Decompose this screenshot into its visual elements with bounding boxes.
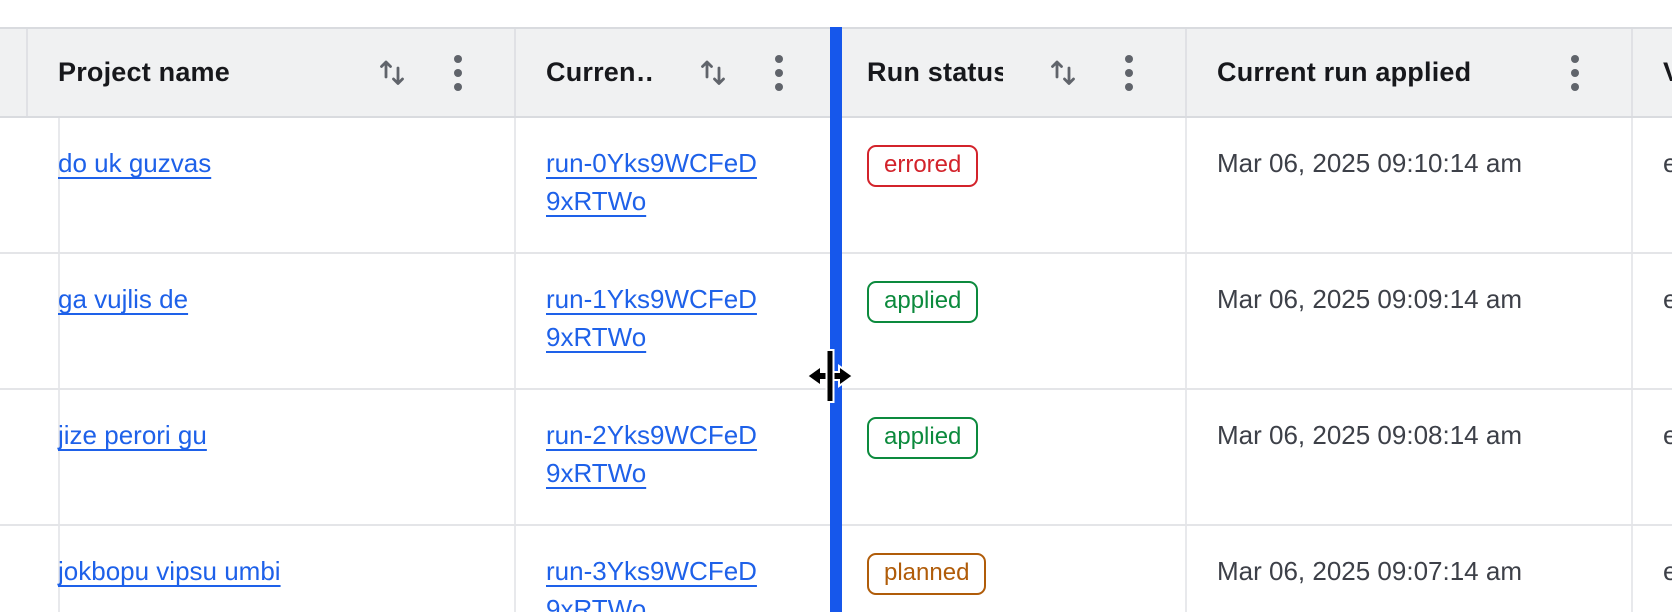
cell-project-name: jokbopu vipsu umbi bbox=[28, 526, 516, 612]
column-label-project-name: Project name bbox=[58, 57, 230, 87]
cell-project-name: ga vujlis de bbox=[28, 254, 516, 388]
cell-project-name: do uk guzvas bbox=[28, 118, 516, 252]
clipped-cell-text: e bbox=[1663, 556, 1672, 586]
column-resize-indicator[interactable] bbox=[830, 27, 842, 612]
kebab-menu-icon[interactable] bbox=[1571, 54, 1579, 92]
applied-timestamp: Mar 06, 2025 09:09:14 am bbox=[1217, 284, 1522, 314]
run-status-badge: planned bbox=[867, 553, 987, 595]
cell-current-run-applied: Mar 06, 2025 09:08:14 am bbox=[1187, 390, 1633, 524]
column-label-current-run: Curren… bbox=[546, 57, 653, 87]
cell-run-status: errored bbox=[837, 118, 1187, 252]
run-status-badge: errored bbox=[867, 145, 979, 187]
applied-timestamp: Mar 06, 2025 09:08:14 am bbox=[1217, 420, 1522, 450]
header-cell-project-name: Project name bbox=[28, 29, 516, 116]
clipped-cell-text: e bbox=[1663, 148, 1672, 178]
cell-clipped: e bbox=[1633, 390, 1672, 524]
cell-run-status: applied bbox=[837, 390, 1187, 524]
project-link[interactable]: jokbopu vipsu umbi bbox=[58, 556, 281, 586]
project-link[interactable]: jize perori gu bbox=[58, 420, 207, 450]
kebab-menu-icon[interactable] bbox=[454, 54, 462, 92]
cell-clipped: e bbox=[1633, 254, 1672, 388]
cell-project-name: jize perori gu bbox=[28, 390, 516, 524]
kebab-menu-icon[interactable] bbox=[775, 54, 783, 92]
cell-run-status: applied bbox=[837, 254, 1187, 388]
cell-stub bbox=[0, 390, 60, 524]
project-link[interactable]: ga vujlis de bbox=[58, 284, 189, 314]
header-cell-current-run-applied: Current run applied bbox=[1187, 29, 1633, 116]
cell-current-run-applied: Mar 06, 2025 09:09:14 am bbox=[1187, 254, 1633, 388]
header-cell-run-status: Run status bbox=[837, 29, 1187, 116]
sort-arrows-icon[interactable] bbox=[699, 56, 729, 90]
applied-timestamp: Mar 06, 2025 09:07:14 am bbox=[1217, 556, 1522, 586]
run-status-badge: applied bbox=[867, 417, 979, 459]
clipped-cell-text: e bbox=[1663, 420, 1672, 450]
column-label-run-status: Run status bbox=[867, 57, 1003, 87]
cell-clipped: e bbox=[1633, 526, 1672, 612]
column-label-current-run-applied: Current run applied bbox=[1217, 57, 1472, 87]
cell-run-status: planned bbox=[837, 526, 1187, 612]
project-link[interactable]: do uk guzvas bbox=[58, 148, 212, 178]
run-status-badge: applied bbox=[867, 281, 979, 323]
cell-stub bbox=[0, 254, 60, 388]
column-label-clipped: V bbox=[1663, 57, 1672, 88]
header-cell-current-run: Curren… bbox=[516, 29, 837, 116]
cell-current-run-applied: Mar 06, 2025 09:10:14 am bbox=[1187, 118, 1633, 252]
kebab-menu-icon[interactable] bbox=[1125, 54, 1133, 92]
header-cell-clipped: V bbox=[1633, 29, 1672, 116]
cell-clipped: e bbox=[1633, 118, 1672, 252]
cell-stub bbox=[0, 526, 60, 612]
sort-arrows-icon[interactable] bbox=[378, 56, 408, 90]
header-cell-stub bbox=[0, 29, 28, 116]
sort-arrows-icon[interactable] bbox=[1049, 56, 1079, 90]
clipped-cell-text: e bbox=[1663, 284, 1672, 314]
applied-timestamp: Mar 06, 2025 09:10:14 am bbox=[1217, 148, 1522, 178]
cell-current-run-applied: Mar 06, 2025 09:07:14 am bbox=[1187, 526, 1633, 612]
cell-stub bbox=[0, 118, 60, 252]
